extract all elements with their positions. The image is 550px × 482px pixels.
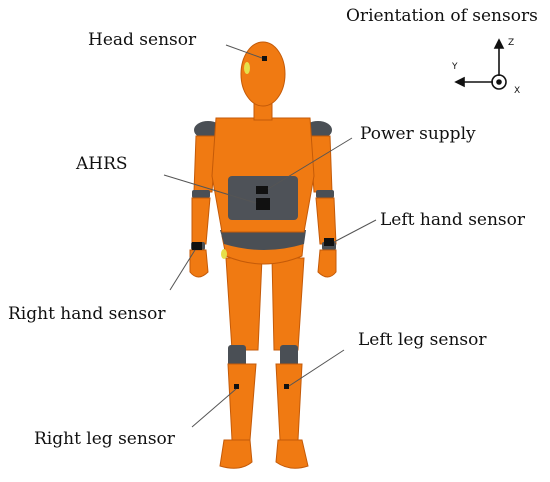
head-sensor [262,56,267,61]
head [240,41,286,107]
x-axis-dot [496,79,502,85]
z-arrowhead [493,38,505,49]
power-supply-box [256,186,268,194]
left-shin [275,363,303,441]
x-axis-circle [491,74,507,90]
right-leg-sensor [234,384,239,389]
right-leg [219,257,263,469]
right-elbow-joint [192,190,210,198]
power-supply-leader [267,137,353,190]
power-supply-label: Power supply [360,124,476,144]
left-knee-joint [280,345,298,367]
left-hand-sensor-leader [333,219,377,243]
right-knee-joint [228,345,246,367]
right-hand-sensor-leader [169,249,196,291]
right-leg-sensor-label: Right leg sensor [34,429,175,449]
right-thigh [225,257,263,351]
left-foot [275,439,309,469]
left-hand-sensor [324,238,334,246]
right-upper-arm [193,135,217,193]
ahrs-leader [163,174,257,204]
left-leg [271,257,309,469]
orientation-axes [454,38,507,90]
hip-band [220,230,306,250]
orientation-title: Orientation of sensors [346,6,538,26]
right-hand-sensor-label: Right hand sensor [8,304,166,324]
left-leg-sensor-label: Left leg sensor [358,330,487,350]
left-forearm [315,197,337,245]
x-axis-label: X [514,86,521,96]
ahrs-box [256,198,270,210]
left-elbow-joint [316,190,334,198]
left-hand [317,249,337,278]
right-forearm [191,197,211,245]
head-sensor-label: Head sensor [88,30,197,50]
right-leg-sensor-leader [191,388,237,428]
left-leg-sensor-leader [288,349,345,387]
head-sensor-highlight [244,62,250,74]
y-axis-label: Y [452,62,458,72]
left-thigh [271,257,305,351]
y-arrowhead [454,76,465,88]
right-hand-highlight [221,249,227,259]
left-hand-sensor-label: Left hand sensor [380,210,526,230]
right-hand-sensor [192,242,202,250]
right-shin [227,363,257,441]
z-axis-label: Z [508,38,515,48]
leader-lines [163,44,377,428]
head-sensor-leader [225,44,263,59]
ahrs-label: AHRS [76,154,128,174]
right-hand [189,249,209,278]
right-foot [219,439,253,469]
left-leg-sensor [284,384,289,389]
